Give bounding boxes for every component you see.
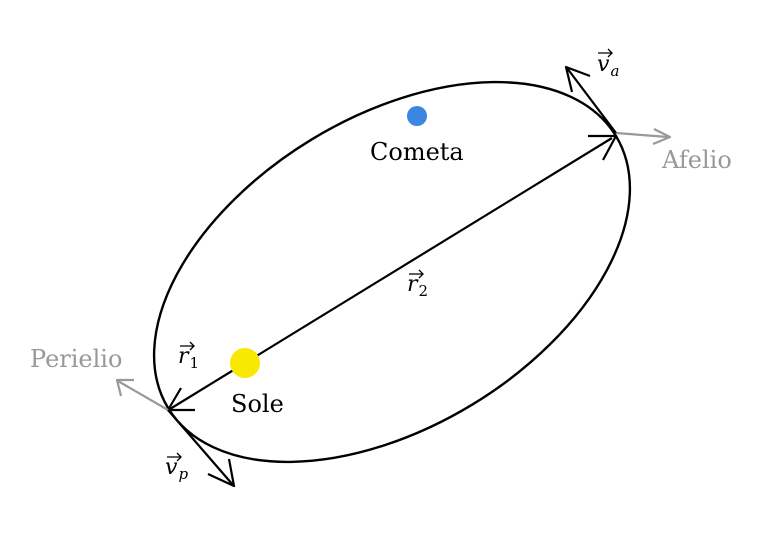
perihelion-arrow	[117, 380, 169, 411]
r1-label: r1	[178, 341, 199, 372]
perihelion-label: Perielio	[30, 345, 122, 373]
svg-text:r2: r2	[407, 272, 428, 300]
svg-text:vp: vp	[165, 455, 188, 483]
aphelion-arrow	[615, 131, 669, 139]
r1-subscript: 1	[190, 354, 200, 372]
sun-label: Sole	[231, 390, 284, 418]
aphelion-arrowhead	[652, 128, 672, 146]
vp-label: vp	[165, 452, 188, 483]
r2-subscript: 2	[419, 282, 429, 300]
r2-label-arrow-icon	[409, 269, 424, 279]
sun-dot	[230, 348, 260, 378]
r2-vector	[244, 137, 613, 364]
comet-label: Cometa	[370, 138, 464, 166]
va-symbol: v	[597, 52, 610, 77]
r2-symbol: r	[407, 272, 419, 297]
vp-label-arrow-icon	[167, 452, 182, 462]
vp-symbol: v	[165, 455, 178, 480]
r2-label: r2	[407, 269, 428, 300]
r1-symbol: r	[178, 344, 190, 369]
perihelion-arrowhead	[115, 378, 134, 397]
va-arrowhead	[564, 65, 591, 93]
comet-dot	[407, 106, 427, 126]
va-label-arrow-icon	[598, 48, 613, 58]
r2-arrowhead	[588, 134, 618, 161]
vp-subscript: p	[178, 465, 188, 483]
r1-label-arrow-icon	[180, 341, 195, 351]
vp-arrowhead	[207, 458, 236, 488]
vp-vector	[167, 409, 234, 486]
va-label: va	[597, 48, 619, 80]
va-subscript: a	[610, 62, 619, 80]
va-vector	[566, 67, 617, 134]
svg-text:va: va	[597, 52, 619, 80]
aphelion-label: Afelio	[661, 146, 732, 174]
svg-text:r1: r1	[178, 344, 199, 372]
